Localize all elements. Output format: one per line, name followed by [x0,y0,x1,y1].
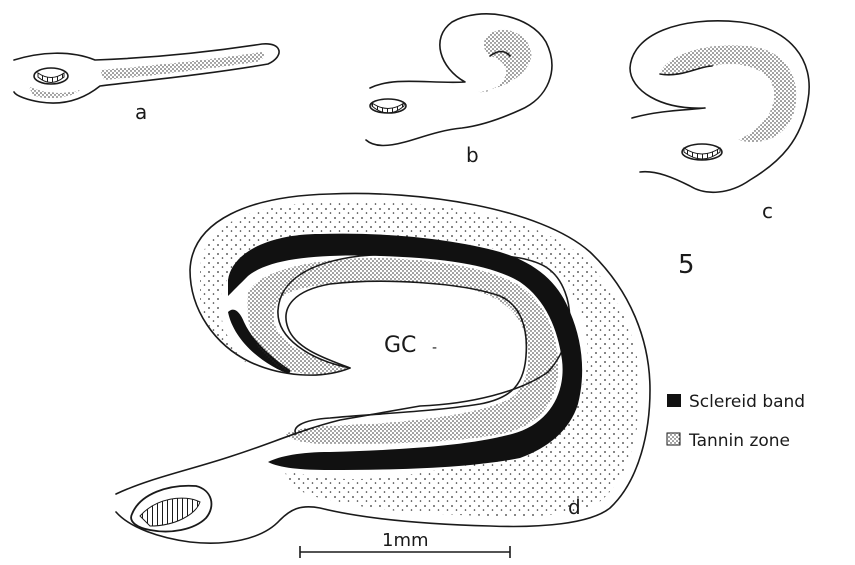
panel-a-vascular-bundle [34,68,68,84]
legend: Sclereid band Tannin zone [667,392,805,451]
panel-d: GC - d [116,193,650,543]
panel-c-tannin-zone [660,45,796,142]
panel-a-tannin-small [28,86,80,98]
legend-swatch-sclereid [667,394,681,407]
center-label-gc: GC [384,333,416,358]
panel-b-tannin-zone [478,30,531,93]
panel-c: c [630,21,809,223]
legend-label-tannin: Tannin zone [688,431,790,451]
panel-d-label: d [568,495,581,519]
panel-c-label: c [762,199,773,223]
scale-bar: 1mm [300,530,510,558]
panel-a: a [14,44,279,124]
panel-d-vascular-bundle [131,486,211,532]
gc-mark: - [432,340,437,356]
panel-b-label: b [466,143,479,167]
scale-bar-label: 1mm [382,530,429,551]
panel-b-vascular-bundle [370,99,406,113]
legend-swatch-tannin [667,433,680,445]
panel-c-vascular-bundle [682,144,722,160]
legend-label-sclereid: Sclereid band [689,392,805,412]
figure-number: 5 [678,250,695,280]
panel-a-label: a [135,100,147,124]
panel-b: b [366,14,552,167]
